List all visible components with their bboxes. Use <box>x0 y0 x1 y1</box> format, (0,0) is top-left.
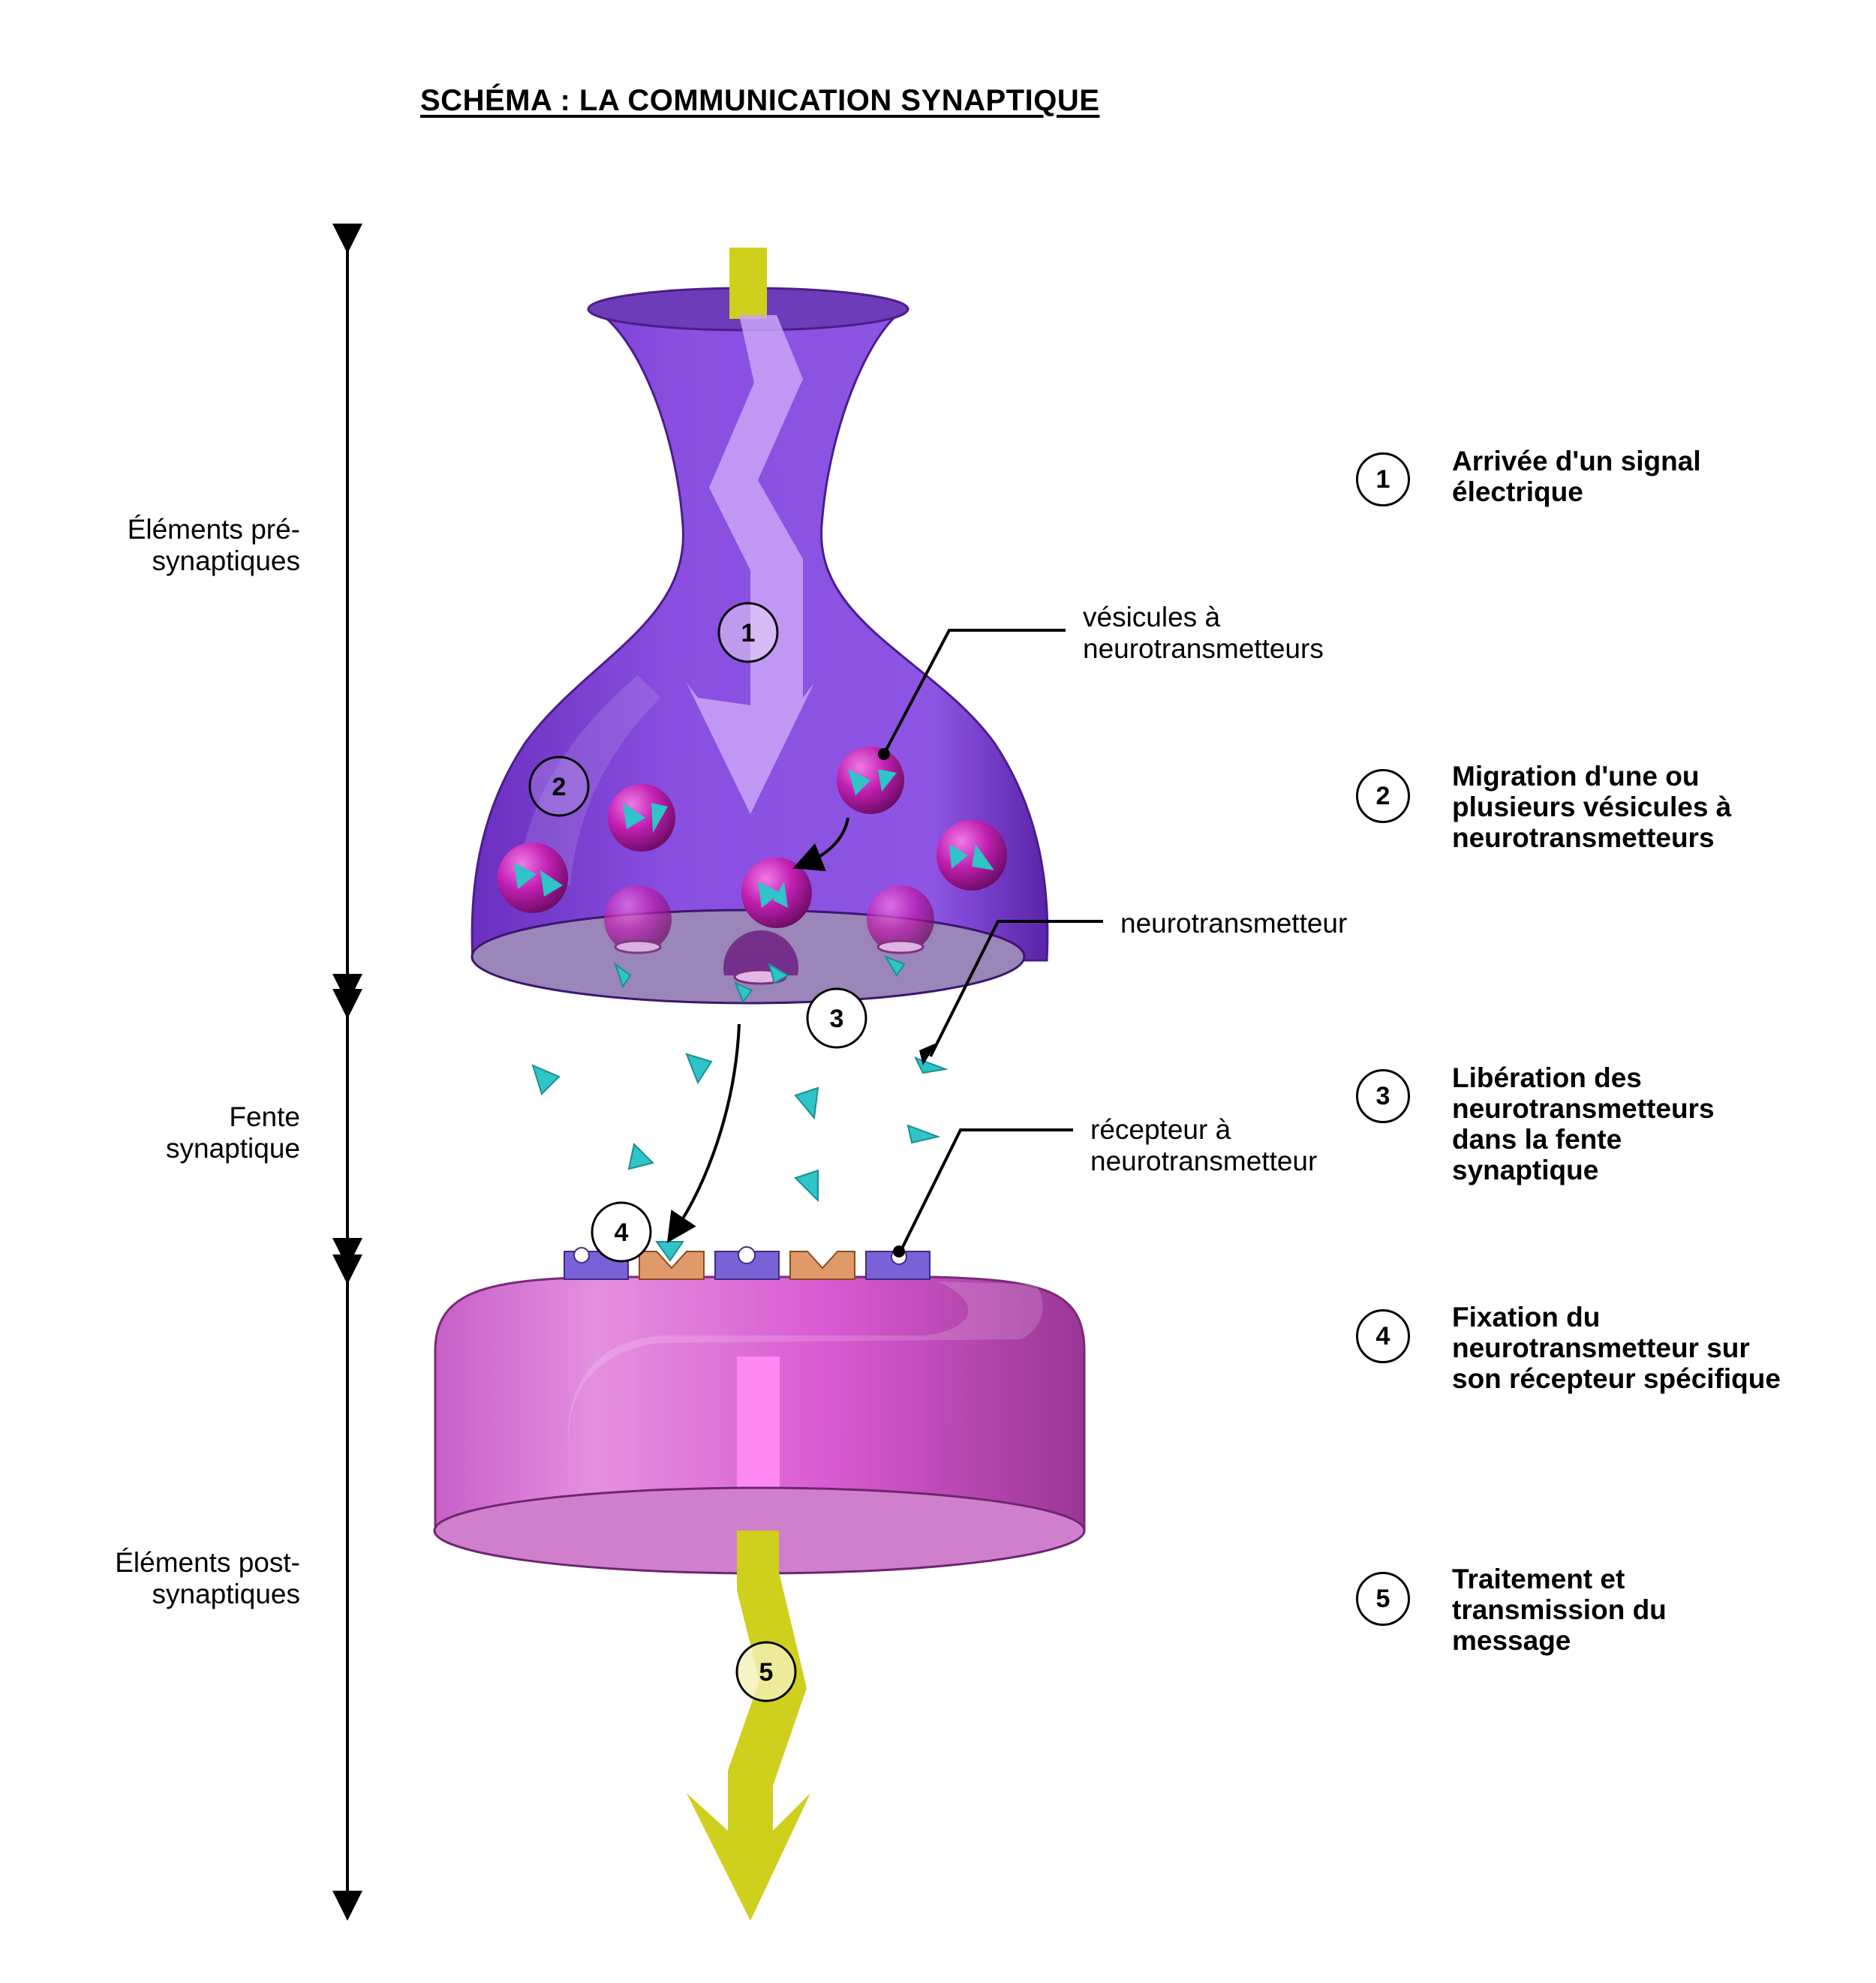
vesicle <box>741 858 812 928</box>
leader-lines <box>882 629 1103 1252</box>
postsynaptic-signal-channel <box>737 1357 780 1507</box>
vesicle <box>498 843 568 913</box>
legend-text-4: Fixation du neurotransmetteur sur son ré… <box>1452 1302 1781 1394</box>
marker-3: 3 <box>806 987 867 1049</box>
receptor-blue <box>714 1246 780 1280</box>
marker-4: 4 <box>591 1201 652 1263</box>
signal-input-bar <box>729 248 767 319</box>
vesicle <box>604 885 672 954</box>
legend-num-5: 5 <box>1356 1572 1410 1626</box>
release-arrow <box>666 1023 741 1243</box>
svg-text:1: 1 <box>741 619 756 647</box>
region-label-cleft: Fente synaptique <box>166 1101 300 1164</box>
marker-1: 1 <box>717 602 779 663</box>
legend-num-3: 3 <box>1356 1069 1410 1123</box>
legend-num-1: 1 <box>1356 452 1410 506</box>
svg-text:2: 2 <box>552 773 567 801</box>
legend-text-5: Traitement et transmission du message <box>1452 1564 1667 1656</box>
region-label-presynaptic: Éléments pré-synaptiques <box>127 514 300 576</box>
region-label-postsynaptic: Éléments post-synaptiques <box>115 1547 300 1609</box>
vesicle <box>936 820 1007 891</box>
signal-lightning-arrow <box>687 315 814 814</box>
marker-5: 5 <box>735 1641 797 1702</box>
migration-arrow <box>792 817 849 872</box>
callout-receptor: récepteur à neurotransmetteur <box>1090 1114 1318 1176</box>
vesicle <box>837 747 904 814</box>
legend-text-2: Migration d'une ou plusieurs vésicules à… <box>1452 761 1732 853</box>
svg-text:4: 4 <box>615 1218 629 1247</box>
callout-neurotransmitter: neurotransmetteur <box>1120 908 1348 939</box>
marker-2: 2 <box>528 756 590 817</box>
vesicle <box>608 784 675 852</box>
legend-num-2: 2 <box>1356 769 1410 823</box>
postsynaptic-terminal <box>433 1275 1086 1575</box>
receptor-orange <box>789 1251 855 1280</box>
vesicle <box>867 885 934 954</box>
legend-text-1: Arrivée d'un signal électrique <box>1452 446 1701 507</box>
svg-text:5: 5 <box>759 1658 774 1687</box>
receptor-blue <box>564 1247 629 1280</box>
neurotransmitters <box>531 954 949 1203</box>
svg-text:3: 3 <box>830 1005 844 1033</box>
legend-text-3: Libération des neurotransmetteurs dans l… <box>1452 1062 1715 1185</box>
vesicles <box>498 747 1007 985</box>
signal-output-arrow <box>687 1531 810 1921</box>
callout-vesicles: vésicules à neurotransmetteurs <box>1083 602 1324 664</box>
legend-num-4: 4 <box>1356 1309 1410 1363</box>
diagram-title: SCHÉMA : LA COMMUNICATION SYNAPTIQUE <box>420 84 1100 117</box>
